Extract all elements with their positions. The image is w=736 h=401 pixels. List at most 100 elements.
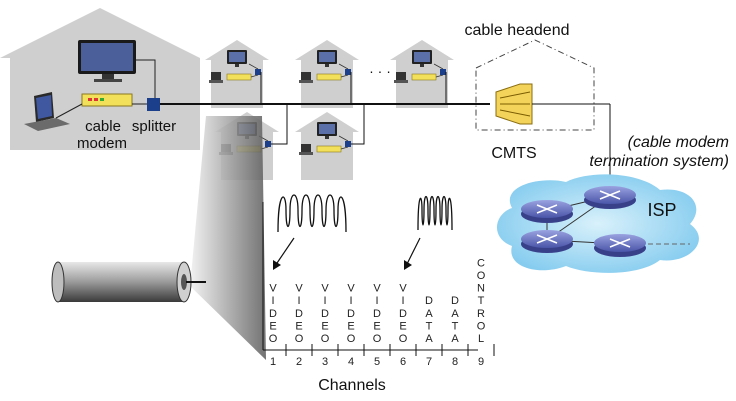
arrow-to-channel-6 (405, 237, 421, 267)
channels-axis-label: Channels (318, 377, 386, 394)
channel-4-letter: D (347, 308, 355, 320)
channel-6-letter: D (399, 308, 407, 320)
channel-5-letter: D (373, 308, 381, 320)
channel-8-letter: D (451, 295, 459, 307)
shared-cable (160, 72, 490, 145)
channel-2-letter: D (295, 308, 303, 320)
cmts-full-label-1: (cable modem (628, 134, 729, 151)
channel-9-letter: O (477, 270, 486, 282)
channel-spectrum: VIDEO1VIDEO2VIDEO3VIDEO4VIDEO5VIDEO6DATA… (262, 194, 495, 394)
isp-label: ISP (647, 200, 676, 220)
router-icon-1 (521, 200, 573, 223)
channel-3-letter: O (321, 333, 330, 345)
channel-6-letter: I (401, 295, 404, 307)
channel-2-letter: I (297, 295, 300, 307)
channel-9-letter: T (478, 295, 485, 307)
channel-6-letter: E (399, 320, 406, 332)
channel-6-letter: O (399, 333, 408, 345)
channel-5-letter: E (373, 320, 380, 332)
cmts-icon (495, 83, 533, 125)
channel-9-letter: O (477, 320, 486, 332)
laptop-icon (24, 92, 70, 131)
channel-2-letter: E (295, 320, 302, 332)
waveform-low-frequency (277, 194, 347, 233)
channel-5-letter: O (373, 333, 382, 345)
isp-network: ISP (496, 174, 699, 273)
channel-number: 9 (478, 356, 484, 368)
channel-5-letter: I (375, 295, 378, 307)
tv-icon (78, 40, 136, 82)
cmts-label: CMTS (491, 145, 536, 162)
zoom-cone (190, 116, 266, 360)
cable-modem-label-1: cable (85, 118, 121, 135)
channel-9-letter: R (477, 308, 485, 320)
channel-number: 6 (400, 356, 406, 368)
channel-7-letter: A (425, 333, 433, 345)
channel-1-letter: I (271, 295, 274, 307)
cmts-full-label-2: termination system) (589, 153, 729, 170)
channel-number: 7 (426, 356, 432, 368)
channel-3-letter: V (321, 283, 329, 295)
channel-3-letter: D (321, 308, 329, 320)
channel-9-letter: C (477, 257, 485, 269)
cable-headend-label: cable headend (465, 22, 570, 39)
tv-cable (136, 59, 156, 98)
channel-1-letter: O (269, 333, 278, 345)
channel-4-letter: E (347, 320, 354, 332)
neighbor-house-5 (294, 111, 360, 181)
splitter-icon (147, 98, 160, 111)
channel-number: 8 (452, 356, 458, 368)
channel-1-letter: D (269, 308, 277, 320)
channel-3-letter: E (321, 320, 328, 332)
neighbor-house-2 (294, 39, 360, 109)
channel-7-letter: D (425, 295, 433, 307)
arrow-to-channel-1 (274, 237, 295, 267)
channel-3-letter: I (323, 295, 326, 307)
neighbor-house-1 (204, 39, 270, 109)
splitter-label: splitter (132, 118, 176, 135)
router-icon-4 (594, 234, 646, 257)
coax-cable-icon (51, 261, 206, 303)
channel-4-letter: V (347, 283, 355, 295)
cable-modem-label-2: modem (77, 135, 127, 152)
neighbor-house-3 (389, 39, 455, 109)
channel-8-letter: A (451, 333, 459, 345)
channel-7-letter: T (426, 320, 433, 332)
channel-1-letter: E (269, 320, 276, 332)
cable-modem-icon (81, 93, 133, 107)
router-icon-3 (521, 230, 573, 253)
channel-number: 5 (374, 356, 380, 368)
cable-headend: cable headend CMTS (cable modem terminat… (465, 22, 729, 190)
channel-7-letter: A (425, 308, 433, 320)
channel-9-letter: L (478, 333, 484, 345)
channel-4-letter: I (349, 295, 352, 307)
channel-number: 1 (270, 356, 276, 368)
channel-8-letter: A (451, 308, 459, 320)
arrow-head-6 (404, 260, 412, 270)
channel-number: 2 (296, 356, 302, 368)
channel-9-letter: N (477, 283, 485, 295)
arrow-head-1 (273, 260, 281, 270)
more-houses-ellipsis: · · · (369, 63, 391, 79)
channel-2-letter: V (295, 283, 303, 295)
channel-5-letter: V (373, 283, 381, 295)
channel-2-letter: O (295, 333, 304, 345)
channel-4-letter: O (347, 333, 356, 345)
channel-6-letter: V (399, 283, 407, 295)
channel-number: 3 (322, 356, 328, 368)
channel-number: 4 (348, 356, 354, 368)
router-icon-2 (584, 186, 636, 209)
laptop-cable (55, 103, 83, 119)
channel-8-letter: T (452, 320, 459, 332)
main-house: cable modem splitter (0, 8, 200, 152)
